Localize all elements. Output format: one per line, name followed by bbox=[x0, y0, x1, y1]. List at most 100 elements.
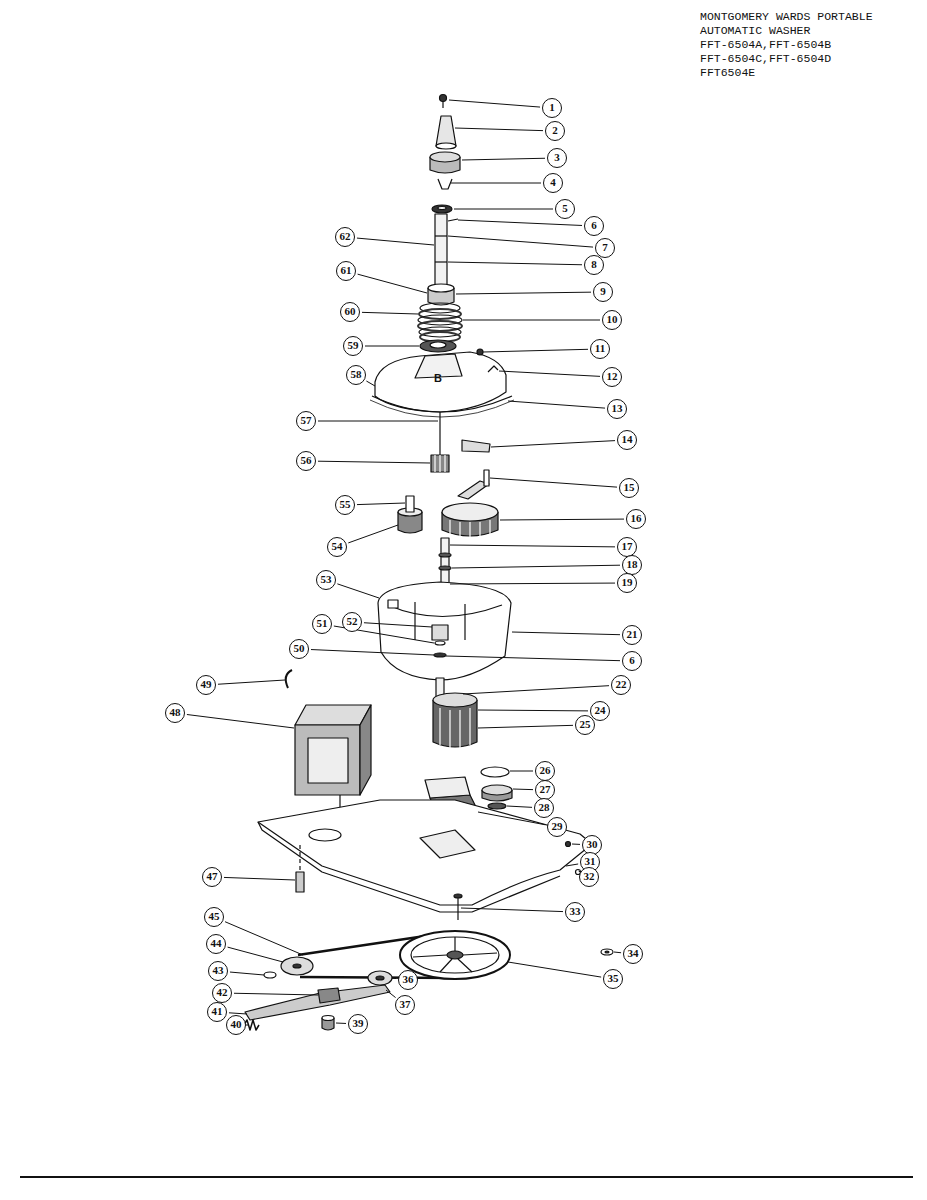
leader-line bbox=[566, 864, 578, 866]
main-gear bbox=[442, 503, 498, 540]
leader-line bbox=[311, 650, 434, 655]
callout-number: 59 bbox=[343, 336, 363, 356]
callout-number: 60 bbox=[340, 302, 360, 322]
leader-line bbox=[463, 320, 600, 321]
leader-line bbox=[499, 371, 600, 376]
callout-number: 19 bbox=[617, 573, 637, 593]
clip-part bbox=[438, 179, 452, 189]
callout-number: 15 bbox=[619, 478, 639, 498]
leader-line bbox=[392, 978, 396, 980]
callout-number: 22 bbox=[611, 675, 631, 695]
callout-number: 40 bbox=[226, 1015, 246, 1035]
callout-number: 21 bbox=[622, 625, 642, 645]
leader-line bbox=[234, 993, 318, 995]
idler-pulley bbox=[368, 971, 392, 985]
leader-line bbox=[455, 128, 543, 131]
callout-number: 43 bbox=[208, 961, 228, 981]
leader-line bbox=[452, 565, 620, 568]
leader-line bbox=[507, 806, 532, 807]
lower-housing bbox=[378, 582, 511, 680]
leader-line bbox=[337, 584, 379, 598]
flange-part bbox=[420, 340, 456, 352]
bottom-rule bbox=[20, 1176, 913, 1178]
callout-number: 52 bbox=[342, 612, 362, 632]
callout-number: 58 bbox=[346, 365, 366, 385]
clutch-part bbox=[433, 693, 477, 748]
callout-number: 26 bbox=[535, 761, 555, 781]
callout-number: 18 bbox=[622, 555, 642, 575]
callout-number: 32 bbox=[579, 867, 599, 887]
crank-part bbox=[458, 470, 489, 499]
callout-number: 33 bbox=[565, 902, 585, 922]
callout-number: 14 bbox=[617, 430, 637, 450]
callout-number: 41 bbox=[207, 1002, 227, 1022]
leader-line bbox=[225, 922, 303, 955]
callout-number: 57 bbox=[296, 411, 316, 431]
leader-line bbox=[229, 1013, 247, 1014]
leader-line bbox=[449, 100, 540, 107]
leader-line bbox=[364, 623, 432, 627]
callout-number: 45 bbox=[204, 907, 224, 927]
callout-number: 16 bbox=[626, 509, 646, 529]
leader-line bbox=[508, 962, 601, 977]
leader-line bbox=[318, 461, 430, 463]
shaft-part bbox=[435, 214, 447, 290]
cam-part bbox=[440, 412, 490, 455]
callout-number: 6 bbox=[622, 651, 642, 671]
callout-number: 49 bbox=[196, 675, 216, 695]
model-number: FFT6504E bbox=[700, 66, 755, 80]
upper-housing bbox=[370, 349, 514, 417]
model-number: FFT-6504C,FFT-6504D bbox=[700, 52, 831, 66]
leader-line bbox=[500, 519, 624, 521]
leader-line bbox=[458, 220, 582, 225]
leader-line bbox=[490, 478, 617, 487]
callout-number: 44 bbox=[206, 934, 226, 954]
leader-line bbox=[224, 877, 295, 880]
callout-number: 1 bbox=[542, 98, 562, 118]
callout-number: 28 bbox=[534, 798, 554, 818]
leader-line bbox=[218, 680, 285, 684]
leader-line bbox=[386, 990, 396, 998]
callout-number: 27 bbox=[535, 780, 555, 800]
model-number: FFT-6504A,FFT-6504B bbox=[700, 38, 831, 52]
spring-part bbox=[244, 1020, 259, 1030]
callout-number: 35 bbox=[603, 969, 623, 989]
leader-line bbox=[448, 236, 593, 247]
housing-letter: B bbox=[434, 372, 442, 384]
leader-line bbox=[357, 503, 405, 505]
callout-number: 3 bbox=[547, 148, 567, 168]
leader-line bbox=[461, 908, 563, 912]
callout-number: 4 bbox=[543, 173, 563, 193]
leader-line bbox=[348, 525, 398, 543]
callout-number: 10 bbox=[602, 310, 622, 330]
leader-line bbox=[228, 947, 283, 962]
washer-part bbox=[601, 949, 613, 955]
screw-part bbox=[440, 95, 447, 109]
leader-line bbox=[513, 789, 533, 791]
callout-number: 55 bbox=[335, 495, 355, 515]
idler-gear bbox=[398, 496, 422, 533]
leader-line bbox=[491, 441, 615, 447]
callout-number: 42 bbox=[212, 983, 232, 1003]
callout-number: 11 bbox=[590, 339, 610, 359]
callout-number: 36 bbox=[398, 970, 418, 990]
leader-line bbox=[512, 632, 620, 635]
callout-number: 25 bbox=[575, 715, 595, 735]
leader-line bbox=[510, 771, 533, 772]
leader-line bbox=[362, 312, 418, 314]
leader-line bbox=[358, 274, 427, 293]
callout-number: 13 bbox=[607, 399, 627, 419]
leader-line bbox=[336, 1023, 346, 1024]
callout-number: 8 bbox=[584, 255, 604, 275]
leader-line bbox=[448, 262, 582, 265]
leader-line bbox=[454, 209, 553, 210]
leader-line bbox=[478, 710, 588, 712]
callout-number: 9 bbox=[593, 282, 613, 302]
callout-number: 54 bbox=[327, 537, 347, 557]
leader-line bbox=[463, 686, 609, 694]
diagram-title: MONTGOMERY WARDS PORTABLE AUTOMATIC WASH… bbox=[700, 10, 886, 38]
leader-line bbox=[478, 725, 573, 728]
